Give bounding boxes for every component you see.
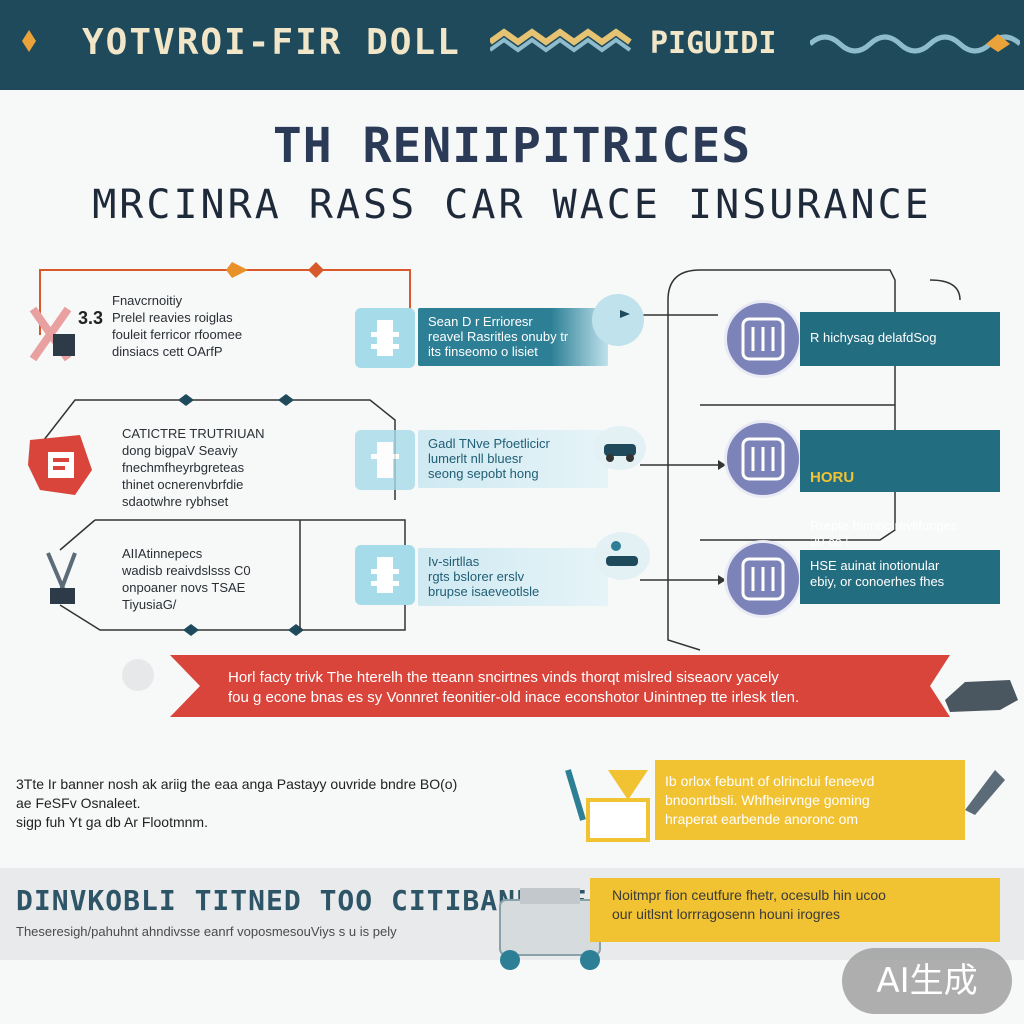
wave-decoration-icon [490,28,632,53]
right-item-2-title: HORU [810,469,855,486]
info-box-1: Sean D r Errioresr reavel Rasritles onub… [418,308,608,366]
shield-icon [724,300,802,378]
yellow-callout-1-text: Ib orlox febunt of olrinclui feneevd bno… [665,773,875,827]
red-ribbon [170,655,950,717]
ribbon-text: Horl facty trivk The hterelh the tteann … [228,669,800,706]
middle-note: 3Tte Ir banner nosh ak ariig the eaa ang… [16,776,458,830]
plug-icon [355,545,415,605]
top-banner: YOTVROI-FIR DOLL PIGUIDI [0,0,1024,90]
arrow-marker [226,262,248,278]
bubble-icon [592,294,644,346]
tool-icon [46,552,77,604]
page-subtitle: MRCINRA RASS CAR WACE INSURANCE [92,182,932,228]
diamond-icon [22,30,36,52]
ai-generated-badge: AI生成 [842,948,1012,1014]
document-icon [28,435,92,495]
left-text-block-3: AIIAtinnepecs wadisb reaivdslsss C0 onpo… [122,546,251,612]
wrench-icon [965,770,1005,815]
key-icon [565,769,650,842]
shield-icon [724,420,802,498]
car-icon [594,426,646,470]
left-text-block-2: CATICTRE TRUTRIUAN dong bigpaV Seaviy fn… [122,426,265,509]
bottom-description: Theseresigh/pahuhnt ahndivsse eanrf vopo… [16,924,397,939]
info-box-3: Iv-sirtllas rgts bslorer erslv brupse is… [418,548,608,606]
right-item-2: HORU Rrepte hinnoc revlifunges 20 co l. [800,430,1000,549]
shield-icon [724,540,802,618]
cross-icon [29,306,75,362]
yellow-callout-2 [590,878,1000,942]
car-icon [945,680,1018,712]
right-item-2-text: Rrepte hinnoc revlifunges 20 co l. [810,518,958,549]
wave-decoration-icon [810,34,1020,54]
banner-title: YOTVROI-FIR DOLL [82,22,461,63]
car-icon [594,532,650,580]
yellow-callout-2-text: Noitmpr fion ceutfure fhetr, ocesulb hin… [612,887,886,922]
page-title: TH RENIIPITRICES [272,118,752,174]
yellow-callout-1 [655,760,965,840]
left-text-block-1: Fnavcrnoitiy Prelel reavies roiglas foul… [112,293,243,359]
hand-icon [122,659,154,691]
step-number: 3.3 [78,308,104,328]
plug-icon [355,308,415,368]
right-item-1: R hichysag delafdSog [800,312,1000,366]
plug-icon [355,430,415,490]
banner-subtitle: PIGUIDI [650,26,777,61]
info-box-2: Gadl TNve Pfoetlicicr lumerlt nll bluesr… [418,430,608,488]
right-item-3: HSE auinat inotionular ebiy, or conoerhe… [800,550,1000,604]
